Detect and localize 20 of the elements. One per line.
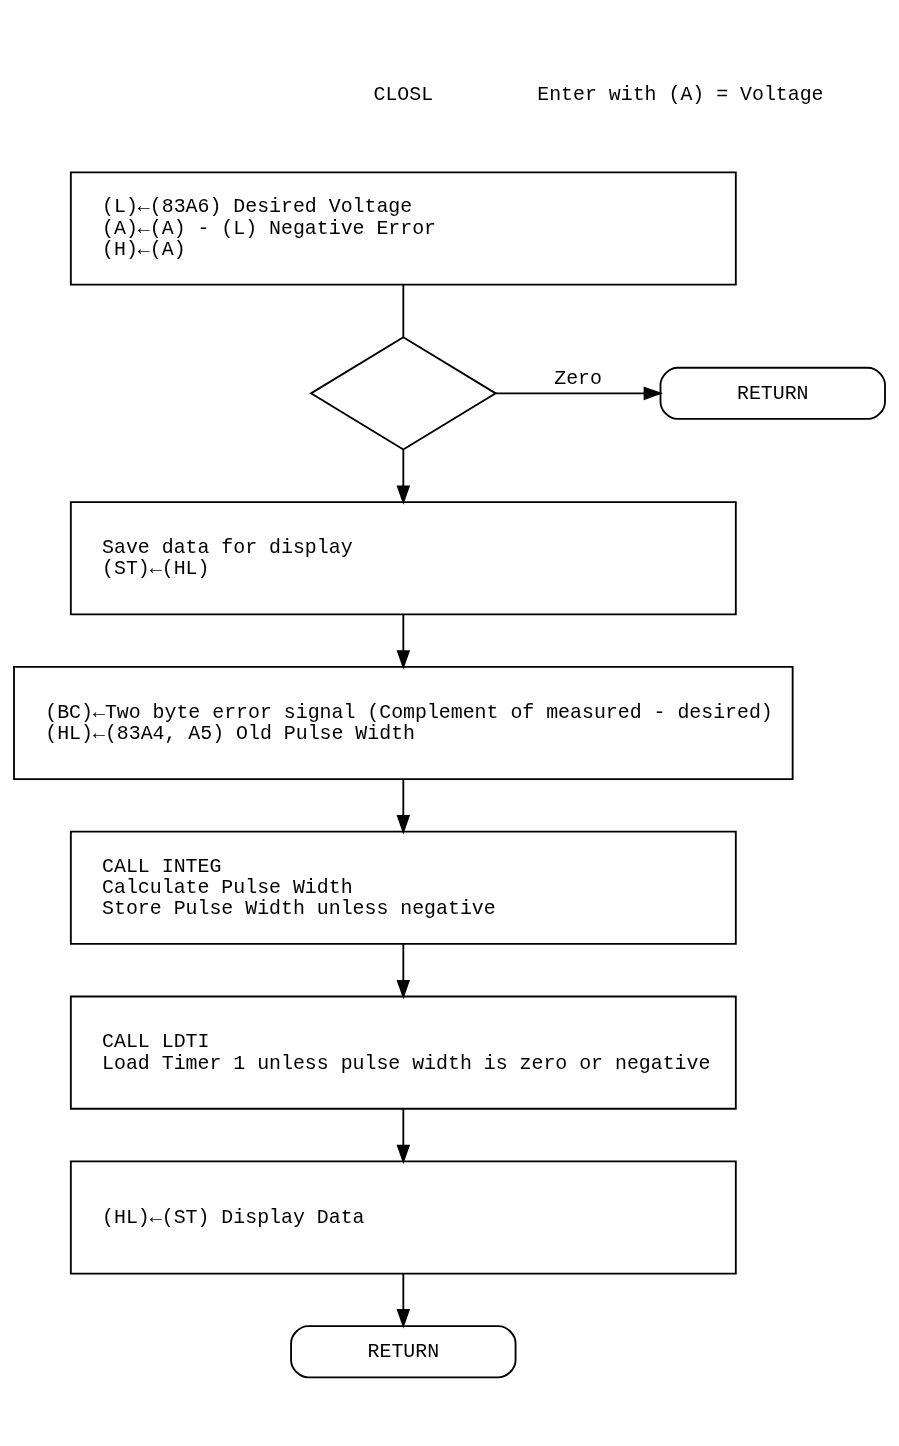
- arrow: [396, 613, 411, 670]
- arrow: [396, 1108, 411, 1165]
- edge-label: Zero: [554, 366, 602, 390]
- node-box: (BC)←Two byte error signal (Complement of measured - desired) (HL)←(83A4, A5) Old Pulse Width: [13, 665, 794, 781]
- label: Enter with (A) = Voltage: [537, 82, 824, 106]
- arrow: [396, 448, 411, 505]
- arrow: [396, 778, 411, 835]
- node-box: RETURN: [290, 1325, 517, 1379]
- arrow: [495, 386, 663, 401]
- arrow: [396, 943, 411, 1000]
- node-box: (HL)←(ST) Display Data: [69, 1160, 737, 1275]
- arrow: [396, 1272, 411, 1329]
- node-box: CALL LDTI Load Timer 1 unless pulse width is zero or negative: [69, 995, 737, 1110]
- node-box: CALL INTEG Calculate Pulse Width Store Pulse Width unless negative: [69, 830, 737, 945]
- node-box: RETURN: [659, 366, 886, 420]
- node-diamond: [309, 336, 498, 451]
- node-box: Save data for display (ST)←(HL): [69, 501, 737, 616]
- node-box: (L)←(83A6) Desired Voltage (A)←(A) - (L) Negative Error (H)←(A): [69, 171, 737, 286]
- label: CLOSL: [373, 82, 434, 106]
- connector: [402, 283, 405, 339]
